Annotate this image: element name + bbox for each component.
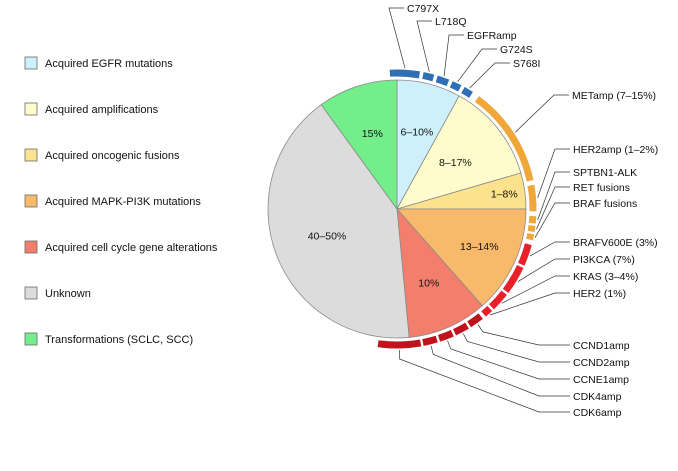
leader-line-ccne1amp: [447, 340, 570, 380]
ring-segment-cdk4amp: [422, 335, 438, 346]
ring-segment-cdk6amp: [377, 339, 422, 349]
legend-label-transformations-sclc-scc: Transformations (SCLC, SCC): [45, 334, 193, 346]
legend-swatch-acquired-mapk-pi3k-mutations: [24, 194, 38, 208]
ring-segment-ccnd2amp: [452, 322, 469, 336]
leader-line-metamp-7-15: [515, 94, 569, 133]
ring-segment-egframp: [435, 75, 450, 87]
leader-line-ccnd1amp: [477, 324, 570, 346]
ring-segment-l718q: [422, 72, 435, 82]
ring-segment-brafv600e-3: [518, 243, 532, 266]
legend-swatch-acquired-amplifications: [24, 102, 38, 116]
ring-segment-her2amp-1-2: [527, 184, 537, 212]
ring-segment-her2-1: [481, 305, 493, 317]
pie-slices: 6–10% 8–17% 1–8% 13–14% 10% 40–50% 15%: [267, 79, 527, 339]
leader-line-c797x: [388, 7, 406, 69]
ring-segment-ret-fusions: [527, 225, 536, 233]
ring-segment-ccne1amp: [437, 330, 454, 342]
callout-label-ccne1amp: CCNE1amp: [573, 374, 629, 386]
legend-swatch-acquired-oncogenic-fusions: [24, 148, 38, 162]
callout-label-sptbn1-alk: SPTBN1-ALK: [573, 167, 637, 179]
leader-line-cdk6amp: [399, 349, 570, 413]
leader-line-cdk4amp: [430, 345, 570, 397]
leader-line-braf-fusions: [534, 202, 570, 238]
legend-swatch-transformations-sclc-scc: [24, 332, 38, 346]
callout-label-her2-1: HER2 (1%): [573, 288, 626, 300]
outer-ring: [377, 69, 537, 349]
callout-label-kras-3-4: KRAS (3–4%): [573, 271, 638, 283]
pie-slice-unknown: [267, 104, 410, 339]
ring-segment-sptbn1-alk: [528, 215, 537, 224]
slice-label-unknown: 40–50%: [308, 230, 347, 242]
legend-label-acquired-amplifications: Acquired amplifications: [45, 104, 159, 116]
callout-label-ret-fusions: RET fusions: [573, 182, 630, 194]
pie-slice-acquired-mapk-pi3k-mutations: [396, 208, 527, 307]
slice-label-transformations-sclc-scc: 15%: [362, 128, 383, 140]
leader-line-ret-fusions: [536, 186, 570, 230]
ring-segment-s768i: [461, 86, 473, 98]
legend-label-acquired-mapk-pi3k-mutations: Acquired MAPK-PI3K mutations: [45, 196, 201, 208]
leader-line-s768i: [469, 62, 510, 89]
legend-swatch-acquired-cell-cycle-gene-alterations: [24, 240, 38, 254]
pie-slice-acquired-amplifications: [396, 95, 522, 210]
legend-label-unknown: Unknown: [45, 288, 91, 300]
callout-label-cdk6amp: CDK6amp: [573, 407, 622, 419]
callout-label-ccnd1amp: CCND1amp: [573, 340, 630, 352]
legend-label-acquired-egfr-mutations: Acquired EGFR mutations: [45, 58, 173, 70]
leader-line-sptbn1-alk: [537, 171, 570, 221]
legend-label-acquired-cell-cycle-gene-alterations: Acquired cell cycle gene alterations: [45, 242, 218, 254]
callout-label-cdk4amp: CDK4amp: [573, 391, 622, 403]
callout-label-braf-fusions: BRAF fusions: [573, 198, 637, 210]
leader-line-ccnd2amp: [462, 333, 570, 363]
ring-segment-metamp-7-15: [474, 96, 534, 182]
callout-label-her2amp-1-2: HER2amp (1–2%): [573, 144, 658, 156]
leader-line-l718q: [416, 20, 432, 72]
leader-line-her2-1: [489, 292, 570, 316]
legend-label-acquired-oncogenic-fusions: Acquired oncogenic fusions: [45, 150, 180, 162]
ring-segment-pi3kca-7: [502, 264, 524, 293]
callout-label-metamp-7-15: METamp (7–15%): [572, 90, 656, 102]
slice-label-acquired-amplifications: 8–17%: [439, 157, 472, 169]
callout-label-ccnd2amp: CCND2amp: [573, 357, 630, 369]
callout-label-g724s: G724S: [500, 44, 533, 56]
pie-slice-acquired-cell-cycle-gene-alterations: [396, 207, 483, 338]
legend-swatch-unknown: [24, 286, 38, 300]
leader-line-g724s: [457, 48, 497, 82]
callout-label-l718q: L718Q: [435, 16, 467, 28]
ring-segment-ccnd1amp: [467, 313, 483, 328]
slice-label-acquired-mapk-pi3k-mutations: 13–14%: [460, 241, 499, 253]
ring-segment-braf-fusions: [526, 233, 535, 241]
ring-segment-c797x: [389, 69, 421, 79]
legend-swatch-acquired-egfr-mutations: [24, 56, 38, 70]
callout-label-pi3kca-7: PI3KCA (7%): [573, 254, 635, 266]
slice-label-acquired-egfr-mutations: 6–10%: [401, 127, 434, 139]
leader-line-brafv600e-3: [529, 241, 570, 257]
callout-label-c797x: C797X: [407, 3, 439, 15]
leader-line-egframp: [443, 34, 464, 77]
leader-line-pi3kca-7: [517, 258, 570, 282]
pie-slice-transformations-sclc-scc: [320, 79, 398, 211]
ring-segment-g724s: [449, 81, 462, 92]
callout-label-egframp: EGFRamp: [467, 30, 517, 42]
leader-line-her2amp-1-2: [537, 148, 570, 199]
callout-label-s768i: S768I: [513, 58, 540, 70]
callout-label-brafv600e-3: BRAFV600E (3%): [573, 237, 658, 249]
ring-segment-kras-3-4: [489, 290, 507, 310]
slice-label-acquired-cell-cycle-gene-alterations: 10%: [418, 277, 439, 289]
leader-line-kras-3-4: [501, 275, 570, 304]
slice-label-acquired-oncogenic-fusions: 1–8%: [491, 189, 518, 201]
